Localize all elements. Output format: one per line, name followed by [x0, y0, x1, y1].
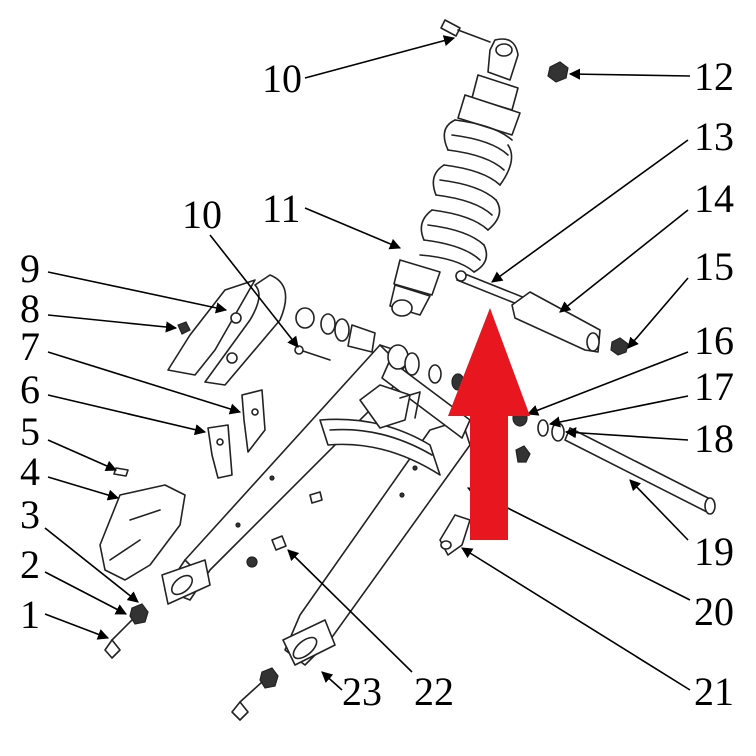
hardware [99, 19, 716, 721]
leader-21 [461, 547, 691, 691]
callout-12: 12 [694, 54, 734, 99]
callout-13: 13 [694, 114, 734, 159]
callout-15: 15 [694, 244, 734, 289]
leader-9 [47, 271, 228, 314]
leader-14 [559, 209, 689, 313]
leader-22 [287, 549, 413, 673]
callout-11: 11 [262, 186, 301, 231]
callout-14: 14 [694, 176, 734, 221]
leader-lines [44, 35, 691, 691]
callout-21: 21 [694, 669, 734, 714]
callout-18: 18 [694, 416, 734, 461]
leader-16 [526, 351, 689, 416]
leader-11 [304, 207, 402, 250]
callout-9: 9 [20, 246, 40, 291]
leader-5 [47, 439, 118, 472]
leader-10a [304, 35, 456, 79]
leader-7 [47, 351, 242, 415]
callout-3: 3 [20, 492, 40, 537]
swing-arm [161, 344, 471, 666]
callout-1: 1 [20, 592, 40, 637]
leader-23 [321, 671, 343, 691]
callout-10-top: 10 [262, 56, 302, 101]
leader-1 [44, 613, 110, 640]
callout-5: 5 [20, 409, 40, 454]
leader-6 [47, 394, 207, 436]
leader-18 [564, 427, 689, 441]
callout-4: 4 [20, 449, 40, 494]
leader-19 [629, 479, 689, 541]
callout-labels: 1 2 3 4 5 6 7 8 9 10 10 11 12 13 14 15 1… [20, 54, 734, 714]
callout-8: 8 [20, 286, 40, 331]
callout-20: 20 [694, 589, 734, 634]
leader-8 [47, 314, 178, 333]
leader-10b [209, 234, 299, 348]
leader-17 [548, 395, 689, 428]
callout-16: 16 [694, 318, 734, 363]
leader-4 [47, 476, 120, 501]
leader-15 [627, 277, 689, 349]
leader-13 [491, 139, 689, 283]
callout-17: 17 [694, 364, 734, 409]
leader-3 [44, 527, 139, 603]
callout-7: 7 [20, 324, 40, 369]
shock-absorber [389, 38, 521, 317]
callout-6: 6 [20, 367, 40, 412]
callout-10-left: 10 [182, 192, 222, 237]
callout-23: 23 [342, 669, 382, 714]
red-highlight-arrow [448, 308, 530, 540]
callout-2: 2 [20, 542, 40, 587]
callout-22: 22 [414, 669, 454, 714]
leader-12 [568, 68, 691, 80]
leader-2 [44, 571, 127, 615]
callout-19: 19 [694, 529, 734, 574]
